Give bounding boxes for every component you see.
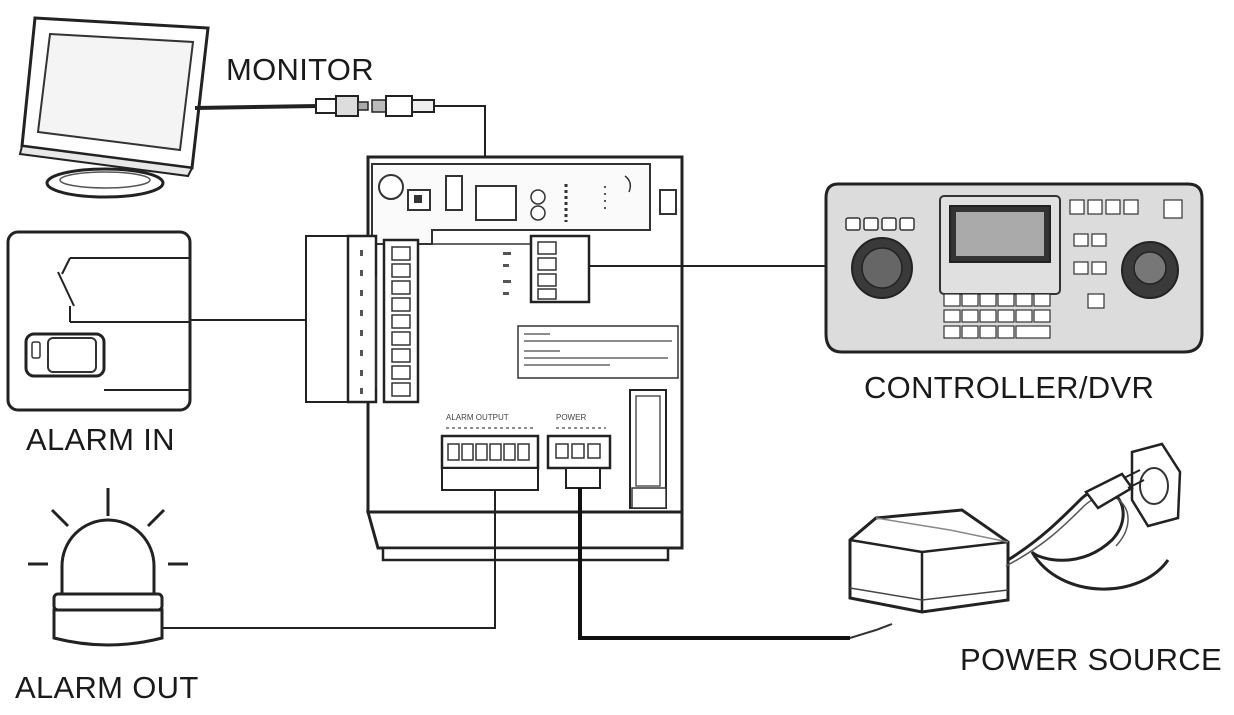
alarm-out-label: ALARM OUT [15,670,199,705]
alarm-in-label: ALARM IN [26,422,175,457]
wire-power [578,488,893,640]
controller-device [824,182,1204,354]
wire-alarm-in [190,235,348,403]
monitor-device [18,16,210,199]
alarm-in-device [6,230,192,412]
alarm-output-header: ALARM OUTPUT [446,413,509,422]
power-source-label: POWER SOURCE [960,642,1222,677]
wire-alarm-out [162,490,496,629]
power-source-device [848,442,1182,614]
alarm-out-device [28,488,188,647]
main-board: ALARM OUTPUT POWER [346,155,684,562]
controller-label: CONTROLLER/DVR [864,370,1155,405]
monitor-label: MONITOR [226,52,374,87]
power-header: POWER [556,413,586,422]
